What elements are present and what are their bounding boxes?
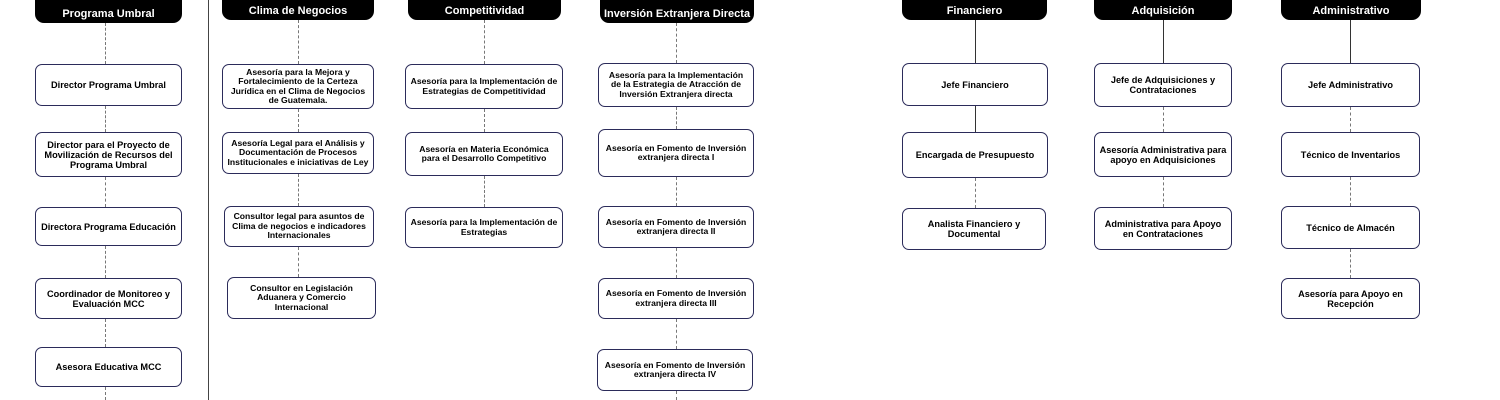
connector-line <box>298 20 299 64</box>
connector-line <box>105 106 106 132</box>
connector-line <box>1350 20 1351 63</box>
org-box-fomento-ied-4: Asesoría en Fomento de Inversión extranj… <box>597 349 753 391</box>
connector-line <box>1163 20 1164 63</box>
connector-line <box>298 174 299 206</box>
connector-line <box>298 109 299 132</box>
header-programa-umbral: Programa Umbral <box>35 0 182 23</box>
header-adquisicion: Adquisición <box>1094 0 1232 20</box>
column-divider <box>208 0 209 400</box>
connector-line <box>975 178 976 208</box>
connector-line <box>298 247 299 277</box>
connector-line <box>484 20 485 64</box>
connector-line <box>105 177 106 207</box>
org-box-director-programa-umbral: Director Programa Umbral <box>35 64 182 106</box>
connector-line <box>676 177 677 206</box>
header-inversion-extranjera-directa: Inversión Extranjera Directa <box>600 0 754 23</box>
connector-line <box>1163 177 1164 207</box>
org-box-fomento-ied-1: Asesoría en Fomento de Inversión extranj… <box>598 129 754 177</box>
connector-line <box>1350 107 1351 132</box>
org-box-consultor-legislacion-aduanera: Consultor en Legislación Aduanera y Come… <box>227 277 376 319</box>
org-box-asesora-educativa: Asesora Educativa MCC <box>35 347 182 387</box>
org-box-fomento-ied-2: Asesoría en Fomento de Inversión extranj… <box>598 206 754 248</box>
connector-line <box>105 246 106 278</box>
connector-line <box>676 319 677 349</box>
connector-line <box>105 23 106 64</box>
org-box-tecnico-inventarios: Técnico de Inventarios <box>1281 132 1420 177</box>
header-competitividad: Competitividad <box>408 0 561 20</box>
org-box-directora-programa-educacion: Directora Programa Educación <box>35 207 182 246</box>
org-box-estrategia-atraccion-ied: Asesoría para la Implementación de la Es… <box>598 63 754 107</box>
connector-line <box>1350 177 1351 206</box>
org-box-encargada-presupuesto: Encargada de Presupuesto <box>902 132 1048 178</box>
header-administrativo: Administrativo <box>1281 0 1421 20</box>
org-box-director-proyecto-movilizacion: Director para el Proyecto de Movilizació… <box>35 132 182 177</box>
org-box-estrategias-competitividad: Asesoría para la Implementación de Estra… <box>405 64 563 109</box>
org-box-consultor-legal: Consultor legal para asuntos de Clima de… <box>224 206 374 247</box>
org-box-analista-financiero: Analista Financiero y Documental <box>902 208 1046 250</box>
connector-line <box>105 319 106 347</box>
header-clima-de-negocios: Clima de Negocios <box>222 0 374 20</box>
org-box-jefe-financiero: Jefe Financiero <box>902 63 1048 106</box>
org-box-implementacion-estrategias: Asesoría para la Implementación de Estra… <box>405 207 563 248</box>
connector-line <box>484 109 485 132</box>
org-box-materia-economica: Asesoría en Materia Económica para el De… <box>405 132 563 176</box>
connector-line <box>676 23 677 63</box>
connector-line <box>676 391 677 400</box>
connector-line <box>676 248 677 278</box>
connector-line <box>484 176 485 207</box>
connector-line <box>1350 249 1351 278</box>
org-box-fomento-ied-3: Asesoría en Fomento de Inversión extranj… <box>598 278 754 319</box>
org-box-apoyo-recepcion: Asesoría para Apoyo en Recepción <box>1281 278 1420 319</box>
org-box-jefe-adquisiciones: Jefe de Adquisiciones y Contrataciones <box>1094 63 1232 107</box>
connector-line <box>105 387 106 400</box>
org-box-jefe-administrativo: Jefe Administrativo <box>1281 63 1420 107</box>
connector-line <box>676 107 677 129</box>
org-box-asesoria-legal: Asesoría Legal para el Análisis y Docume… <box>222 132 374 174</box>
connector-line <box>1163 107 1164 132</box>
org-box-asesoria-certeza-juridica: Asesoría para la Mejora y Fortalecimient… <box>222 64 374 109</box>
org-box-administrativa-contrataciones: Administrativa para Apoyo en Contratacio… <box>1094 207 1232 250</box>
header-financiero: Financiero <box>902 0 1047 20</box>
org-box-coordinador-monitoreo: Coordinador de Monitoreo y Evaluación MC… <box>35 278 182 319</box>
org-box-tecnico-almacen: Técnico de Almacén <box>1281 206 1420 249</box>
connector-line <box>975 20 976 63</box>
connector-line <box>975 106 976 132</box>
org-box-asesoria-adquisiciones: Asesoría Administrativa para apoyo en Ad… <box>1094 132 1232 177</box>
